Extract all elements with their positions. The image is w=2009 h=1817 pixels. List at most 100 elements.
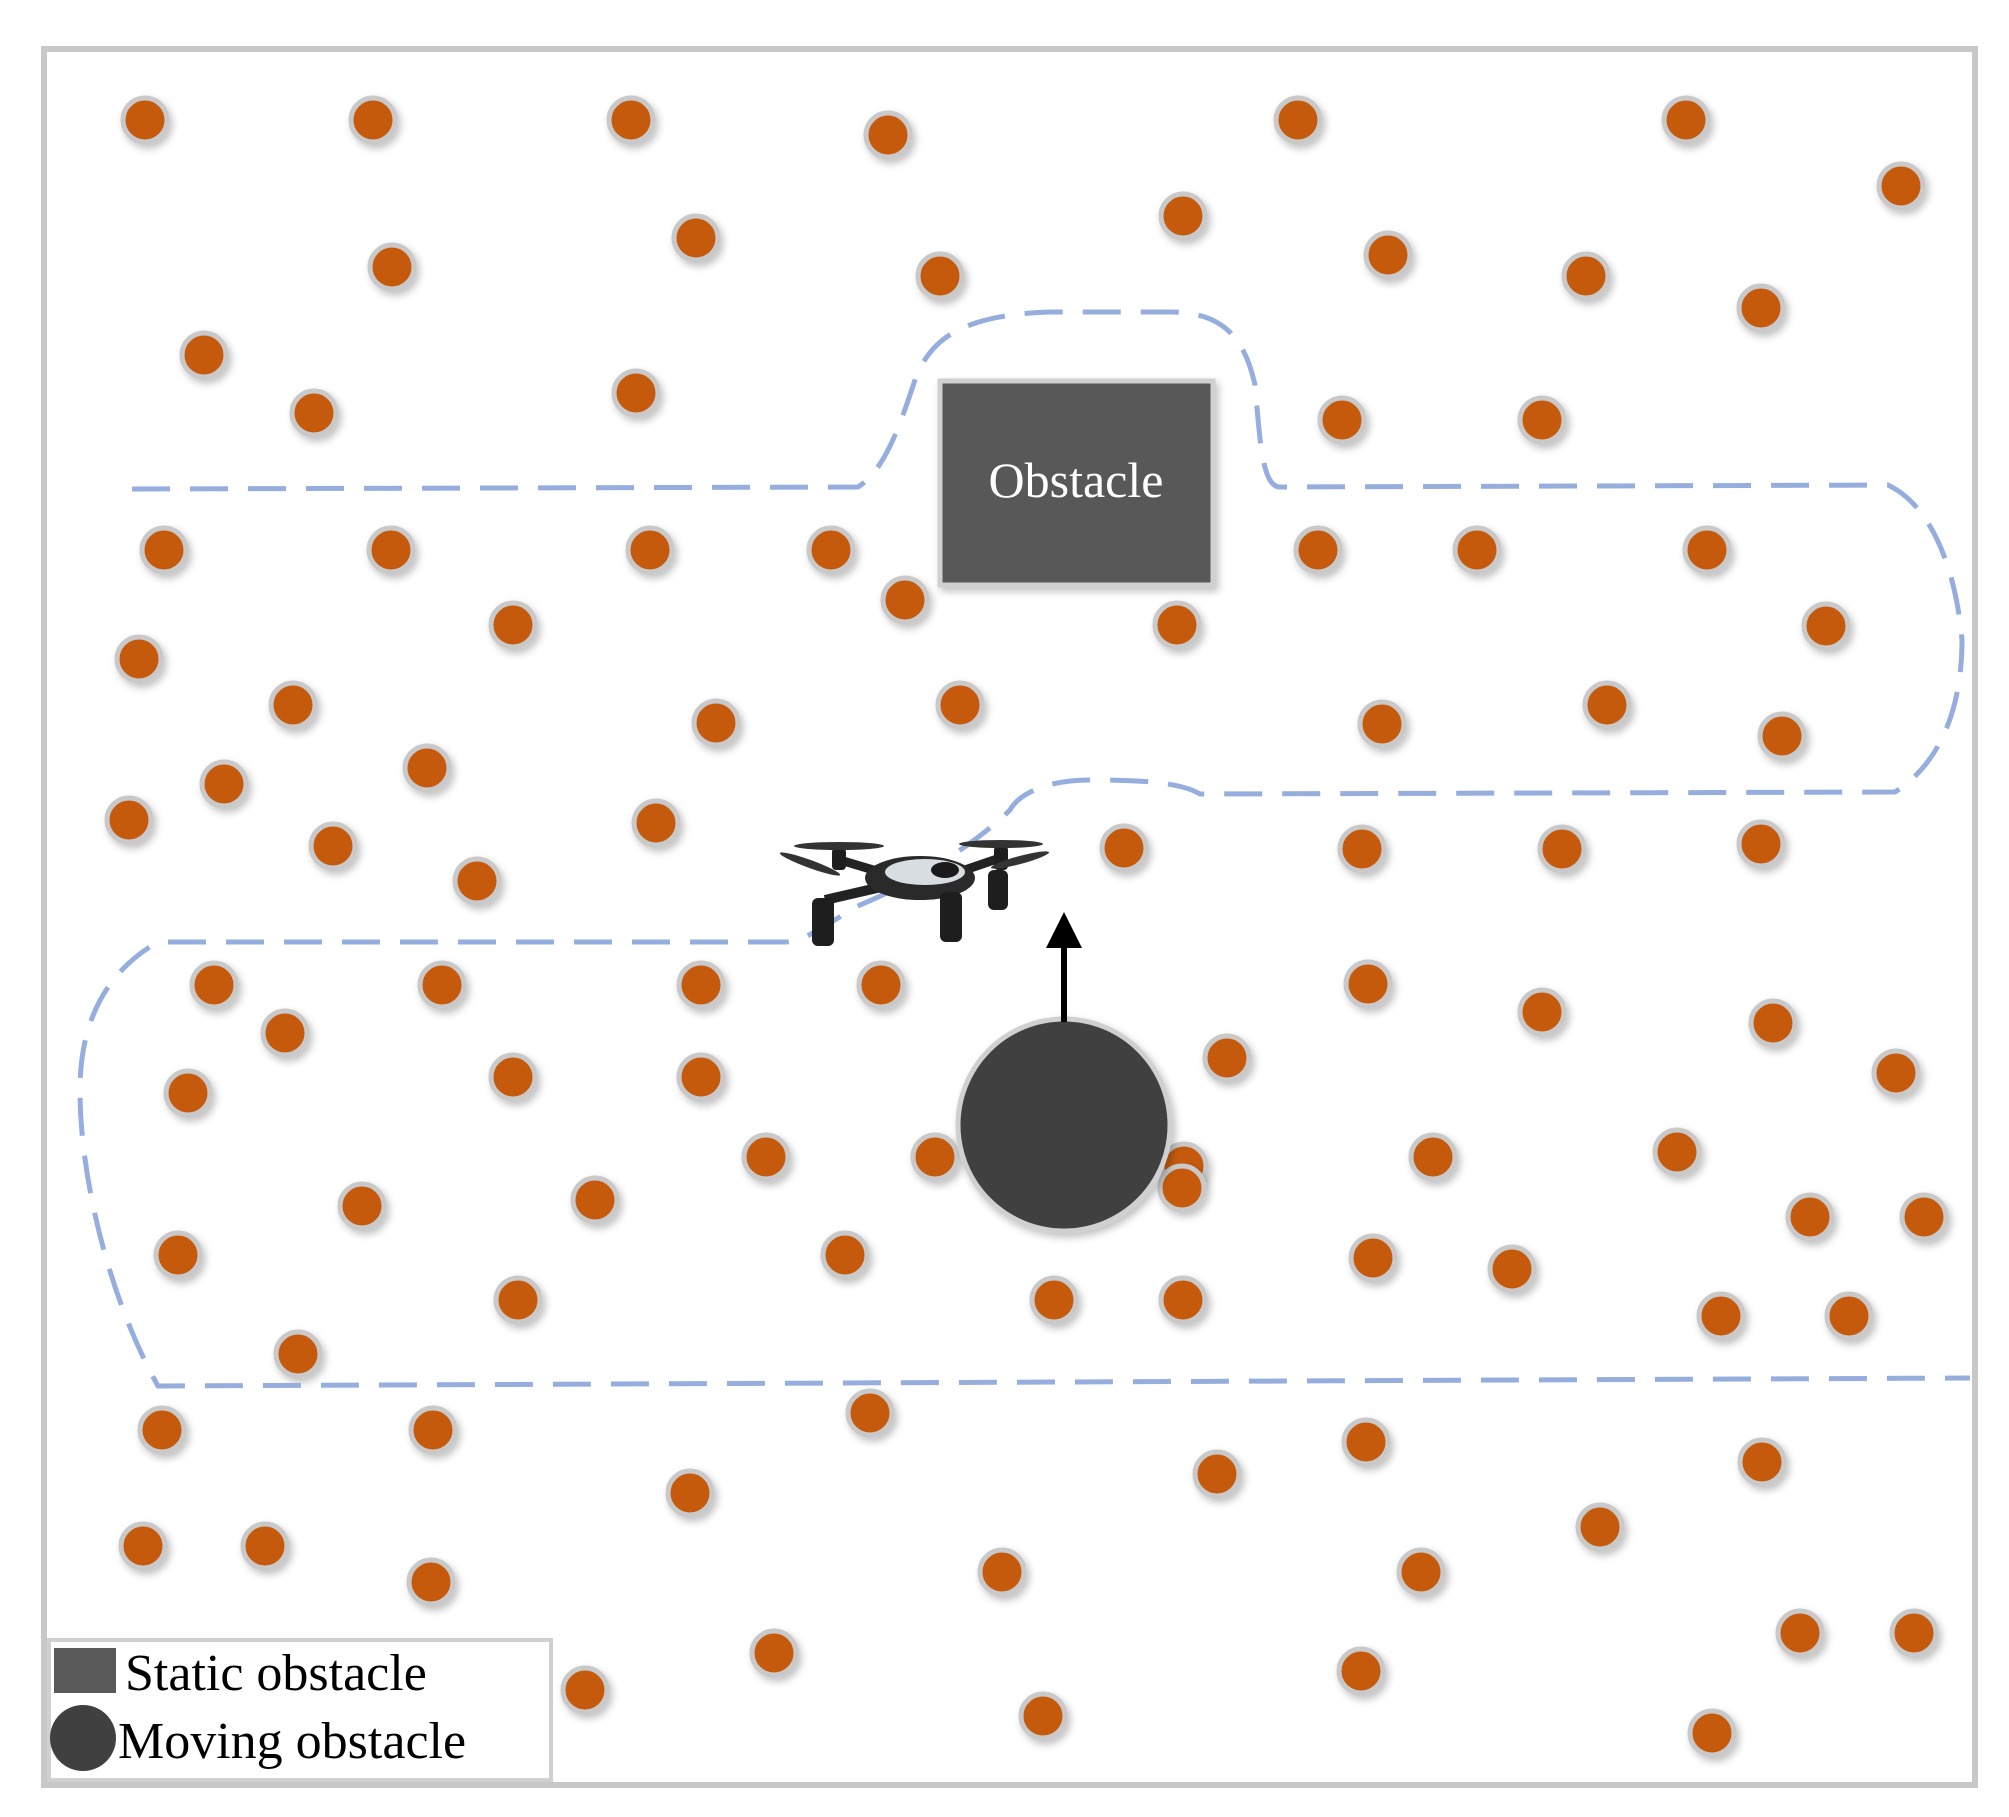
sensor-node: [348, 95, 398, 145]
sensor-node: [1801, 601, 1851, 651]
sensor-node: [104, 795, 154, 845]
sensor-node: [179, 330, 229, 380]
sensor-node: [1293, 525, 1343, 575]
sensor-node: [452, 856, 502, 906]
sensor-node: [402, 743, 452, 793]
sensor-node: [114, 634, 164, 684]
sensor-node: [1696, 1291, 1746, 1341]
sensor-node: [118, 1521, 168, 1571]
sensor-node: [1824, 1291, 1874, 1341]
sensor-node: [1336, 1646, 1386, 1696]
sensor-node: [606, 95, 656, 145]
sensor-node: [676, 1052, 726, 1102]
sensor-node: [1343, 959, 1393, 1009]
legend-box: [47, 1638, 553, 1782]
legend: Static obstacle Moving obstacle: [47, 1638, 553, 1782]
sensor-node: [676, 960, 726, 1010]
sensor-node: [691, 698, 741, 748]
sensor-node: [366, 525, 416, 575]
sensor-node: [1357, 699, 1407, 749]
sensor-node: [1661, 95, 1711, 145]
sensor-node: [488, 1052, 538, 1102]
sensor-node: [1273, 95, 1323, 145]
sensor-node: [806, 525, 856, 575]
legend-static-obstacle-swatch: [54, 1648, 116, 1693]
sensor-node: [1487, 1244, 1537, 1294]
sensor-node: [1341, 1417, 1391, 1467]
sensor-node: [1775, 1608, 1825, 1658]
sensor-node: [915, 251, 965, 301]
sensor-node: [1517, 987, 1567, 1037]
sensor-node: [1561, 251, 1611, 301]
sensor-node: [408, 1405, 458, 1455]
sensor-node: [153, 1230, 203, 1280]
sensor-node: [1396, 1547, 1446, 1597]
sensor-node: [1363, 230, 1413, 280]
sensor-node: [1452, 525, 1502, 575]
sensor-node: [1737, 1437, 1787, 1487]
sensor-node: [1202, 1033, 1252, 1083]
sensor-node: [560, 1665, 610, 1715]
sensor-node: [1157, 1163, 1207, 1213]
sensor-node: [1582, 680, 1632, 730]
sensor-node: [1736, 819, 1786, 869]
sensor-node: [1871, 1048, 1921, 1098]
sensor-node: [856, 960, 906, 1010]
sensor-node: [163, 1068, 213, 1118]
sensor-node: [749, 1628, 799, 1678]
sensor-node: [1889, 1608, 1939, 1658]
sensor-node: [308, 821, 358, 871]
legend-static-obstacle-label: Static obstacle: [125, 1645, 427, 1702]
sensor-node: [1785, 1192, 1835, 1242]
sensor-nodes: [104, 95, 1949, 1758]
sensor-node: [488, 600, 538, 650]
sensor-node: [1876, 161, 1926, 211]
quadcopter-drone-icon: [779, 840, 1049, 946]
sensor-node: [1652, 1127, 1702, 1177]
sensor-node: [406, 1557, 456, 1607]
sensor-node: [1158, 1275, 1208, 1325]
sensor-node: [1029, 1275, 1079, 1325]
sensor-node: [977, 1547, 1027, 1597]
sensor-node: [1192, 1449, 1242, 1499]
sensor-node: [1748, 998, 1798, 1048]
sensor-node: [273, 1329, 323, 1379]
sensor-node: [611, 368, 661, 418]
sensor-node: [845, 1388, 895, 1438]
sensor-node: [367, 242, 417, 292]
sensor-node: [570, 1175, 620, 1225]
sensor-node: [1757, 711, 1807, 761]
sensor-node: [1317, 395, 1367, 445]
sensor-node: [268, 680, 318, 730]
sensor-node: [1517, 395, 1567, 445]
sensor-node: [137, 1405, 187, 1455]
sensor-node: [631, 798, 681, 848]
sensor-node: [1099, 823, 1149, 873]
sensor-node: [337, 1181, 387, 1231]
sensor-node: [1575, 1502, 1625, 1552]
sensor-node: [665, 1468, 715, 1518]
sensor-node: [820, 1230, 870, 1280]
sensor-node: [240, 1521, 290, 1571]
sensor-node: [199, 759, 249, 809]
sensor-node: [863, 110, 913, 160]
sensor-node: [1537, 824, 1587, 874]
sensor-node: [1348, 1233, 1398, 1283]
sensor-node: [1899, 1192, 1949, 1242]
legend-moving-obstacle-swatch: [50, 1705, 116, 1771]
sensor-node: [1158, 191, 1208, 241]
sensor-node: [910, 1132, 960, 1182]
moving-obstacle: [955, 1016, 1173, 1234]
sensor-node: [1018, 1691, 1068, 1741]
dashed-flight-path: [77, 309, 1971, 1389]
sensor-node: [625, 525, 675, 575]
sensor-node: [289, 388, 339, 438]
sensor-node: [189, 960, 239, 1010]
sensor-node: [1152, 600, 1202, 650]
sensor-node: [671, 213, 721, 263]
static-obstacle: [937, 378, 1216, 588]
sensor-node: [493, 1275, 543, 1325]
sensor-node: [1408, 1132, 1458, 1182]
lower-corridor-boundary: [77, 939, 1971, 1389]
sensor-node: [935, 680, 985, 730]
